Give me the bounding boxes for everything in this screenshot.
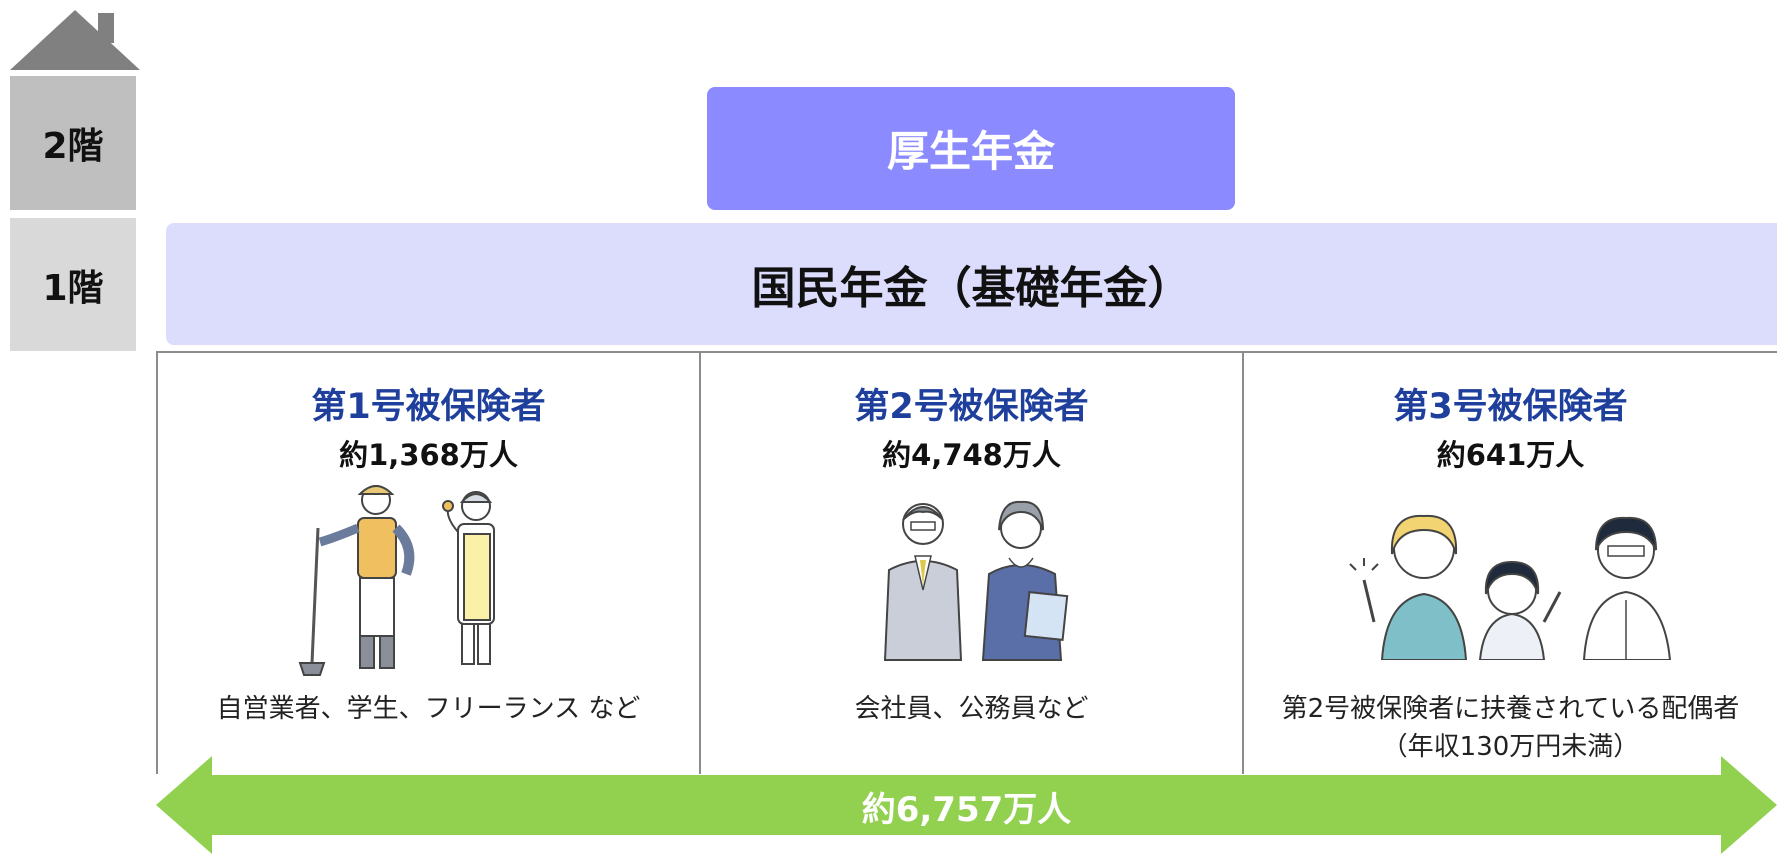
floor-1-label: 1階 xyxy=(10,218,136,351)
insured-category-description-note: （年収130万円未満） xyxy=(1381,732,1640,762)
total-insured-count: 約6,757万人 xyxy=(861,789,1072,830)
insured-category-description-line: 第2号被保険者に扶養されている配偶者 xyxy=(1281,694,1740,724)
insured-category-count: 約1,368万人 xyxy=(339,438,518,472)
columns-top-divider xyxy=(156,351,1777,353)
family-illustration xyxy=(1349,514,1672,660)
insured-category-count: 約4,748万人 xyxy=(882,438,1061,472)
insured-category-3: 第3号被保険者 約641万人 第2号被保険者に扶養されている配偶者 （年収130… xyxy=(1242,352,1777,774)
self-employed-workers-illustration xyxy=(298,485,495,676)
office-workers-illustration xyxy=(883,500,1069,661)
total-insured-label: 約6,757万人 xyxy=(156,780,1777,832)
insured-category-1: 第1号被保険者 約1,368万人 自営業者、学生、フリーランス など xyxy=(156,352,699,774)
floor-2-text: 2階 xyxy=(42,126,104,167)
employee-pension-label: 厚生年金 xyxy=(886,127,1055,176)
insured-category-description: 第2号被保険者に扶養されている配偶者 （年収130万円未満） xyxy=(1244,690,1777,766)
insured-category-name: 第3号被保険者 xyxy=(1393,387,1628,427)
insured-category-2: 第2号被保険者 約4,748万人 会社員、公務員など xyxy=(699,352,1242,774)
national-pension-box: 国民年金（基礎年金） xyxy=(166,223,1777,345)
floor-2-label: 2階 xyxy=(10,76,136,210)
national-pension-label: 国民年金（基礎年金） xyxy=(751,263,1192,314)
total-double-arrow xyxy=(156,756,1777,854)
insured-category-description: 自営業者、学生、フリーランス など xyxy=(216,694,641,724)
insured-category-count: 約641万人 xyxy=(1436,438,1585,472)
floor-1-text: 1階 xyxy=(42,267,104,309)
insured-category-name: 第2号被保険者 xyxy=(854,387,1089,427)
insured-category-name: 第1号被保険者 xyxy=(311,387,546,427)
employee-pension-box: 厚生年金 xyxy=(707,87,1235,210)
insured-category-description: 会社員、公務員など xyxy=(854,694,1089,724)
house-roof-icon xyxy=(10,10,140,70)
